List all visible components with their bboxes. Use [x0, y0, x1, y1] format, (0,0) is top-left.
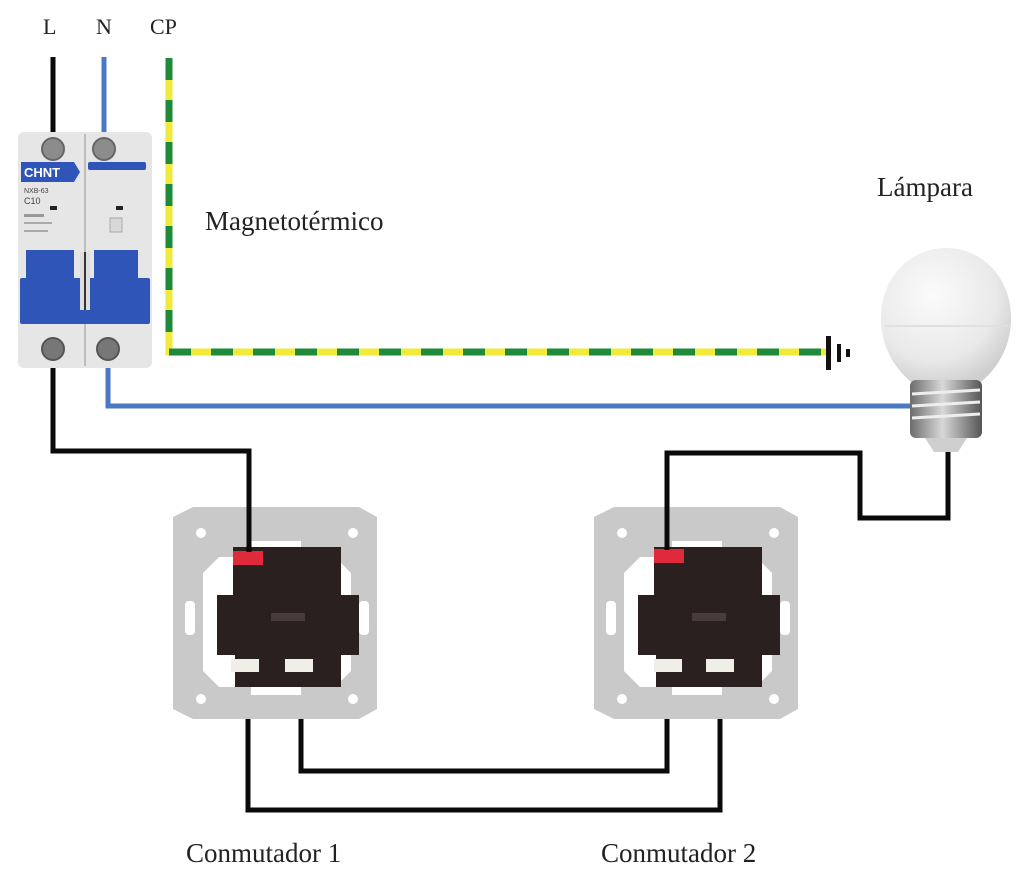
wire-neutral-lamp	[105, 360, 912, 409]
common-terminal	[233, 551, 263, 565]
wire-stubs	[246, 451, 670, 552]
switch-2	[594, 507, 798, 719]
wires	[50, 57, 951, 813]
ground-symbol-icon	[826, 336, 850, 370]
wire-traveller-outer	[245, 668, 723, 813]
traveller-terminal	[654, 659, 682, 672]
bulb-glass	[880, 248, 1012, 382]
traveller-terminal	[231, 659, 259, 672]
screw-icon	[96, 337, 120, 361]
screw-icon	[92, 137, 116, 161]
wire-earth-stripes	[165, 58, 828, 356]
common-terminal	[654, 549, 684, 563]
traveller-terminal	[706, 659, 734, 672]
bulb-base	[910, 380, 982, 438]
light-bulb-icon	[880, 248, 1012, 452]
breaker-rating: C10	[24, 196, 41, 206]
label-switch-1: Conmutador 1	[186, 838, 341, 868]
screw-icon	[41, 337, 65, 361]
label-neutral: N	[96, 14, 112, 39]
screw-icon	[41, 137, 65, 161]
label-lamp: Lámpara	[877, 172, 973, 202]
label-switch-2: Conmutador 2	[601, 838, 756, 868]
traveller-terminal	[285, 659, 313, 672]
wire-traveller-inner	[298, 668, 670, 774]
wire-earth-base	[165, 58, 828, 356]
label-earth: CP	[150, 14, 177, 39]
switch-1	[173, 507, 377, 719]
circuit-breaker: CHNT NXB-63 C10	[18, 132, 152, 368]
breaker-model: NXB-63	[24, 188, 49, 195]
label-breaker: Magnetotérmico	[205, 206, 383, 236]
breaker-brand: CHNT	[24, 165, 60, 180]
label-line: L	[43, 14, 56, 39]
